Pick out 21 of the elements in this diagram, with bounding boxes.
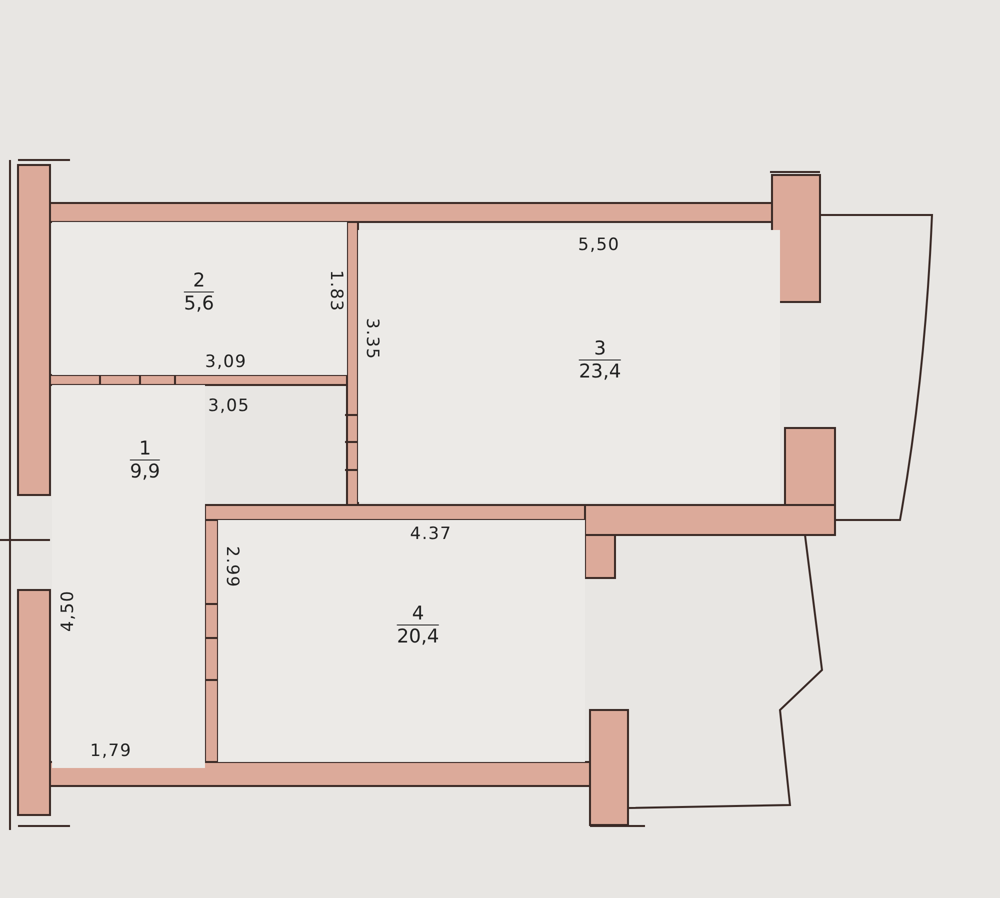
room-number: 1 xyxy=(130,438,160,460)
room-area: 23,4 xyxy=(578,360,622,382)
dimension-label: 3,09 xyxy=(205,352,247,372)
room-floor xyxy=(52,222,347,375)
room-floor xyxy=(358,230,780,502)
dimension-label: 3.35 xyxy=(362,318,382,360)
dimension-label: 5,50 xyxy=(578,235,620,255)
dimension-label: 1,79 xyxy=(90,741,132,761)
dimension-label: 4,50 xyxy=(58,590,78,632)
dimension-label: 4.37 xyxy=(410,524,452,544)
room-floor xyxy=(52,385,205,768)
room-floor xyxy=(218,520,585,762)
room-number: 4 xyxy=(396,602,440,626)
room-area: 9,9 xyxy=(130,460,160,482)
dimension-label: 3,05 xyxy=(208,396,250,416)
room-area: 20,4 xyxy=(396,626,440,648)
dimension-label: 1.83 xyxy=(326,270,346,312)
room-number: 3 xyxy=(578,338,622,360)
dimension-label: 2.99 xyxy=(222,546,242,588)
room-area: 5,6 xyxy=(184,292,214,314)
room-number: 2 xyxy=(184,270,214,292)
